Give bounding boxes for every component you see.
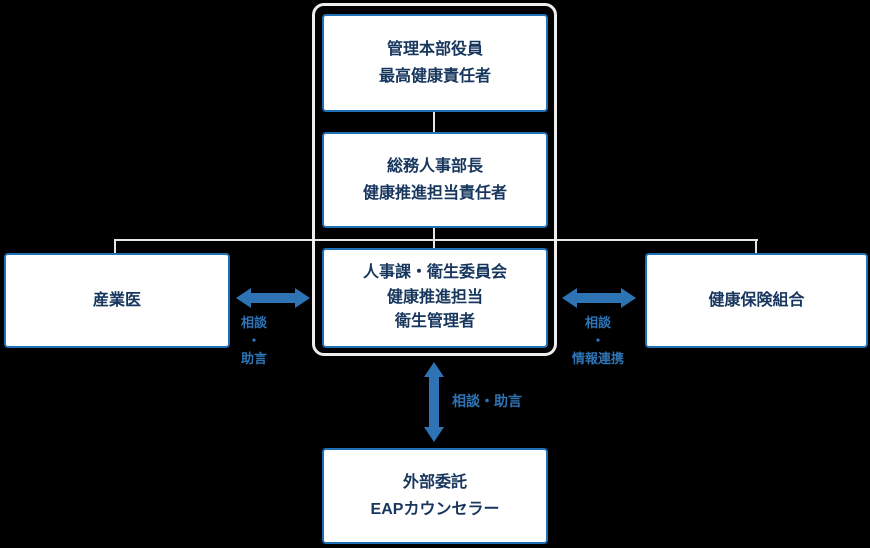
node-hr-director-line2: 健康推進担当責任者 <box>362 185 507 202</box>
connector-director-to-committee <box>433 226 435 250</box>
bottom-arrow-label-text: 相談・助言 <box>452 393 522 409</box>
right-arrow-label-line2: ・ <box>591 333 605 349</box>
node-hr-committee-line2: 健康推進担当 <box>386 288 483 306</box>
node-executive-line1: 管理本部役員 <box>386 40 483 58</box>
node-occupational-physician-text: 産業医 <box>93 287 141 314</box>
node-hr-committee-line1: 人事課・衛生委員会 <box>362 263 507 281</box>
connector-horizontal-bus <box>114 239 758 241</box>
node-health-insurance-text: 健康保険組合 <box>708 287 804 314</box>
node-hr-director: 総務人事部長 健康推進担当責任者 <box>322 132 548 228</box>
node-hr-director-line1: 総務人事部長 <box>386 157 483 175</box>
node-eap-counselor-line2: EAPカウンセラー <box>370 501 500 518</box>
connector-exec-to-director <box>433 112 435 134</box>
node-occupational-physician: 産業医 <box>4 253 230 348</box>
connector-left-stub <box>114 239 116 255</box>
connector-right-stub <box>755 239 757 255</box>
double-arrow-left-icon <box>236 288 310 308</box>
node-executive: 管理本部役員 最高健康責任者 <box>322 14 548 112</box>
left-arrow-label-line1: 相談 <box>240 315 267 330</box>
right-arrow-label-line3: 情報連携 <box>571 351 624 367</box>
node-executive-line2: 最高健康責任者 <box>378 68 491 85</box>
left-arrow-label: 相談 ・ 助言 <box>222 314 286 369</box>
node-eap-counselor-text: 外部委託 EAPカウンセラー <box>371 469 500 523</box>
node-occupational-physician-line1: 産業医 <box>92 291 141 309</box>
node-hr-committee: 人事課・衛生委員会 健康推進担当 衛生管理者 <box>322 248 548 348</box>
double-arrow-bottom-icon <box>424 362 444 442</box>
node-health-insurance-line1: 健康保険組合 <box>708 291 805 309</box>
left-arrow-label-line3: 助言 <box>240 351 267 367</box>
node-eap-counselor: 外部委託 EAPカウンセラー <box>322 448 548 544</box>
node-executive-text: 管理本部役員 最高健康責任者 <box>379 36 491 90</box>
right-arrow-label: 相談 ・ 情報連携 <box>554 314 642 369</box>
node-health-insurance: 健康保険組合 <box>645 253 868 348</box>
double-arrow-right-icon <box>562 288 636 308</box>
right-arrow-label-line1: 相談 <box>584 315 611 330</box>
node-eap-counselor-line1: 外部委託 <box>402 473 467 491</box>
center-group-frame <box>312 3 557 356</box>
left-arrow-label-line2: ・ <box>247 333 261 349</box>
node-hr-director-text: 総務人事部長 健康推進担当責任者 <box>363 153 507 207</box>
node-hr-committee-line3: 衛生管理者 <box>394 313 475 331</box>
bottom-arrow-label: 相談・助言 <box>452 392 522 412</box>
node-hr-committee-text: 人事課・衛生委員会 健康推進担当 衛生管理者 <box>363 261 507 335</box>
